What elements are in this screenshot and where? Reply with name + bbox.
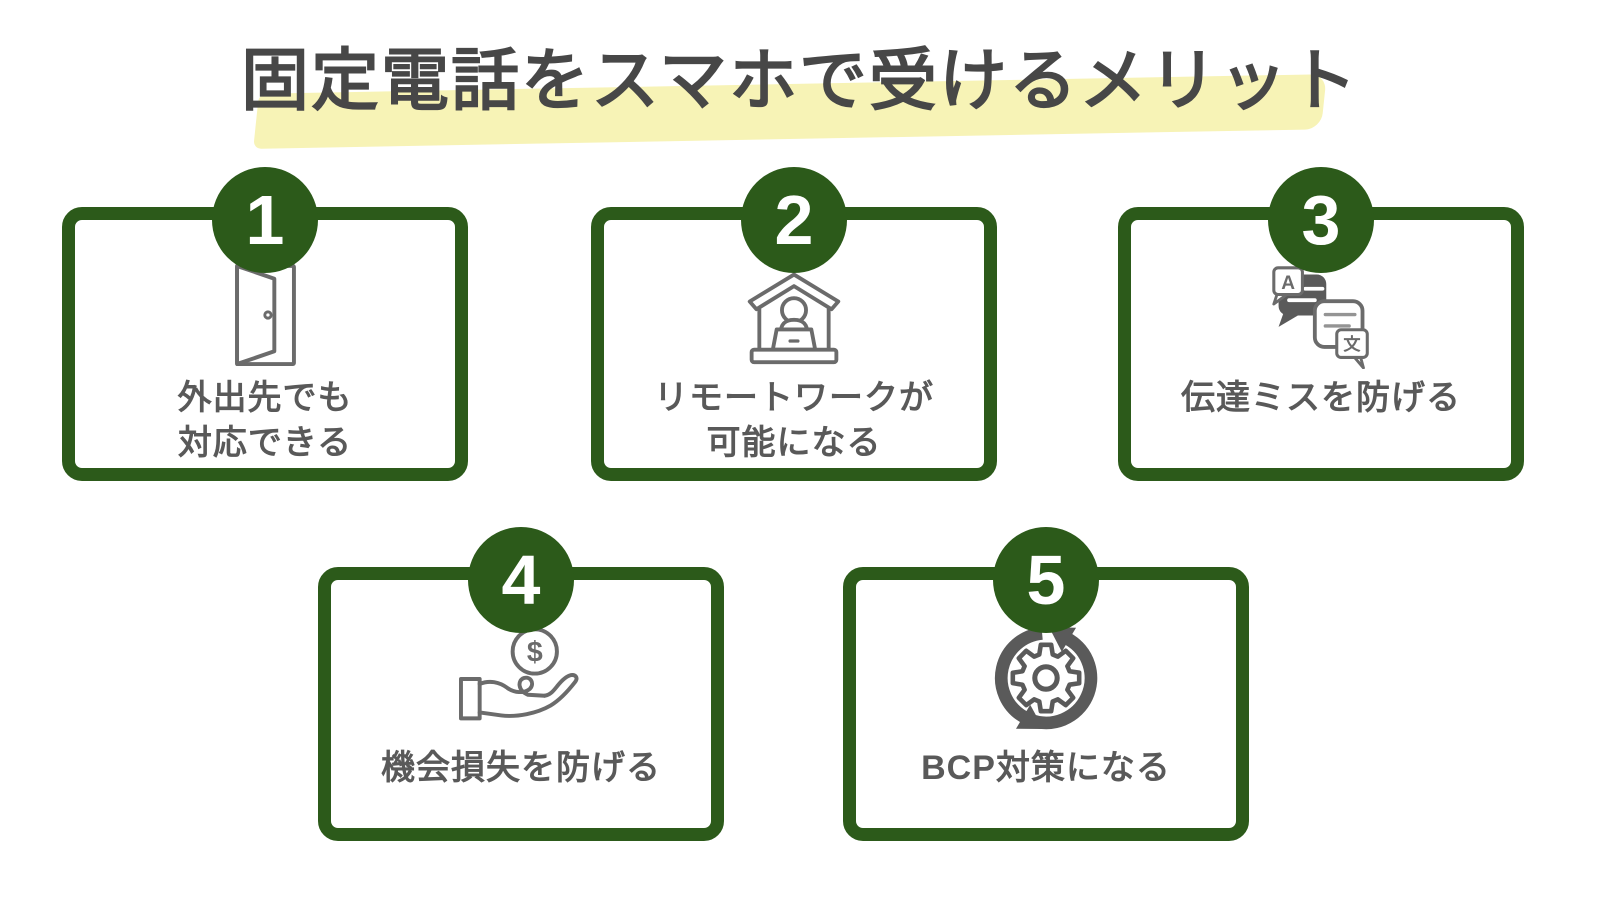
benefit-card-2: 2 リモートワークが 可能になる	[591, 167, 997, 481]
card-label: 伝達ミスを防げる	[1181, 379, 1461, 417]
benefit-card-1: 1 外出先でも 対応できる	[62, 167, 468, 481]
badge-number: 4	[501, 541, 541, 619]
badge-number: 1	[245, 181, 285, 259]
number-badge-4: 4	[468, 527, 574, 633]
translation-chat-icon: A 文	[1271, 266, 1369, 369]
benefit-card-3: 3 A 文 伝達ミスを防げる	[1118, 167, 1524, 481]
remote-work-house-icon	[747, 272, 841, 365]
benefit-card-5: 5 BCP対策になる	[843, 527, 1249, 841]
card-icon-box	[740, 262, 848, 368]
gear-sync-icon	[994, 626, 1098, 730]
bun-glyph: 文	[1343, 334, 1361, 354]
card-icon-box: $	[459, 620, 583, 738]
card-icon-box: A 文	[1270, 262, 1373, 369]
a-glyph: A	[1281, 273, 1295, 294]
number-badge-5: 5	[993, 527, 1099, 633]
number-badge-1: 1	[212, 167, 318, 273]
page-title: 固定電話をスマホで受けるメリット	[241, 43, 1359, 119]
badge-number: 3	[1301, 181, 1341, 259]
number-badge-2: 2	[741, 167, 847, 273]
open-door-icon	[234, 264, 296, 366]
badge-number: 2	[774, 181, 814, 259]
dollar-glyph: $	[527, 636, 543, 668]
card-label: 外出先でも 対応できる	[177, 379, 353, 463]
card-label: BCP対策になる	[921, 749, 1171, 787]
benefit-card-4: 4 $ 機会損失を防げる	[318, 527, 724, 841]
badge-number: 5	[1026, 541, 1066, 619]
number-badge-3: 3	[1268, 167, 1374, 273]
card-label: 機会損失を防げる	[381, 749, 661, 787]
card-icon-box	[234, 262, 296, 368]
coin-in-hand-icon: $	[459, 627, 579, 721]
card-label: リモートワークが 可能になる	[654, 379, 934, 463]
card-icon-box	[990, 620, 1102, 738]
